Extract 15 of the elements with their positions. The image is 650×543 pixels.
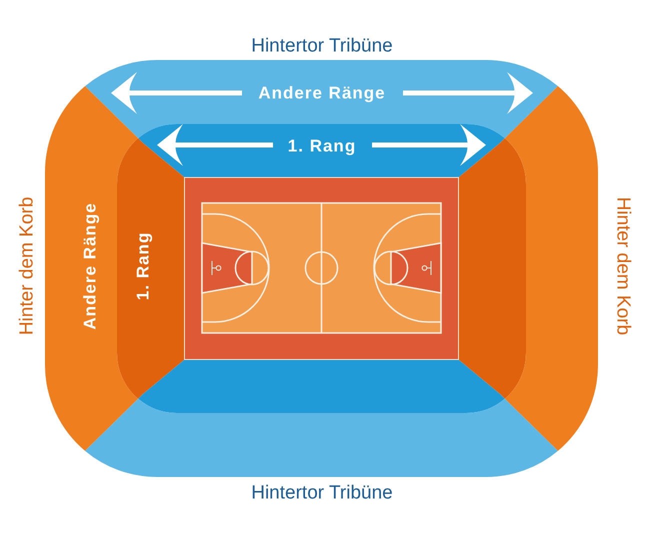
section-label: 1. Rang xyxy=(134,232,152,300)
seating-section xyxy=(459,138,526,399)
seating-section xyxy=(117,138,184,399)
seating-section xyxy=(85,399,558,477)
section-label: Andere Ränge xyxy=(82,202,98,330)
seating-section xyxy=(138,360,505,413)
stand-label: Hinter dem Korb xyxy=(18,196,36,336)
stand-label: Hintertor Tribüne xyxy=(251,36,393,56)
seating-section xyxy=(505,86,598,451)
stand-label: Hinter dem Korb xyxy=(614,196,632,336)
seating-section xyxy=(45,86,138,451)
seating-section xyxy=(85,60,558,138)
section-label: 1. Rang xyxy=(288,138,356,154)
stand-label: Hintertor Tribüne xyxy=(251,484,393,502)
section-label: Andere Ränge xyxy=(258,84,386,102)
